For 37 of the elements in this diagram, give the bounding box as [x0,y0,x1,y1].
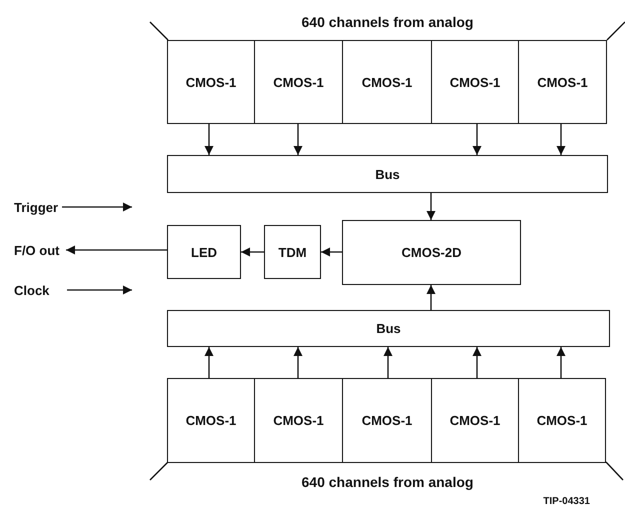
block-box: TDM [264,225,321,279]
arrow [204,347,214,378]
arrow [556,347,566,378]
block-box: CMOS-1 [431,40,519,124]
channel-note: 640 channels from analog [300,474,474,490]
arrow [321,247,342,257]
arrow [67,285,132,295]
block-box: CMOS-1 [431,378,519,463]
arrow [293,347,303,378]
arrow [241,247,264,257]
arrow [383,347,393,378]
block-box: CMOS-1 [167,40,255,124]
figure-id: TIP-04331 [543,496,590,507]
arrow [472,124,482,155]
block-box: Bus [167,155,608,193]
block-box: CMOS-1 [167,378,255,463]
arrow [556,124,566,155]
arrow [293,124,303,155]
arrow [426,193,436,220]
block-box: LED [167,225,241,279]
signal-label: Trigger [14,198,58,216]
arrow [472,347,482,378]
arrow [66,245,167,255]
block-box: CMOS-1 [518,40,607,124]
signal-label: F/O out [14,241,60,259]
block-box: CMOS-1 [342,40,432,124]
block-box: CMOS-1 [342,378,432,463]
arrow [62,202,132,212]
block-box: CMOS-1 [254,378,343,463]
block-box: CMOS-2D [342,220,521,285]
block-box: CMOS-1 [518,378,606,463]
signal-label: Clock [14,281,50,299]
block-box: Bus [167,310,610,347]
channel-note: 640 channels from analog [300,14,474,30]
arrow [426,285,436,310]
block-box: CMOS-1 [254,40,343,124]
arrow [204,124,214,155]
